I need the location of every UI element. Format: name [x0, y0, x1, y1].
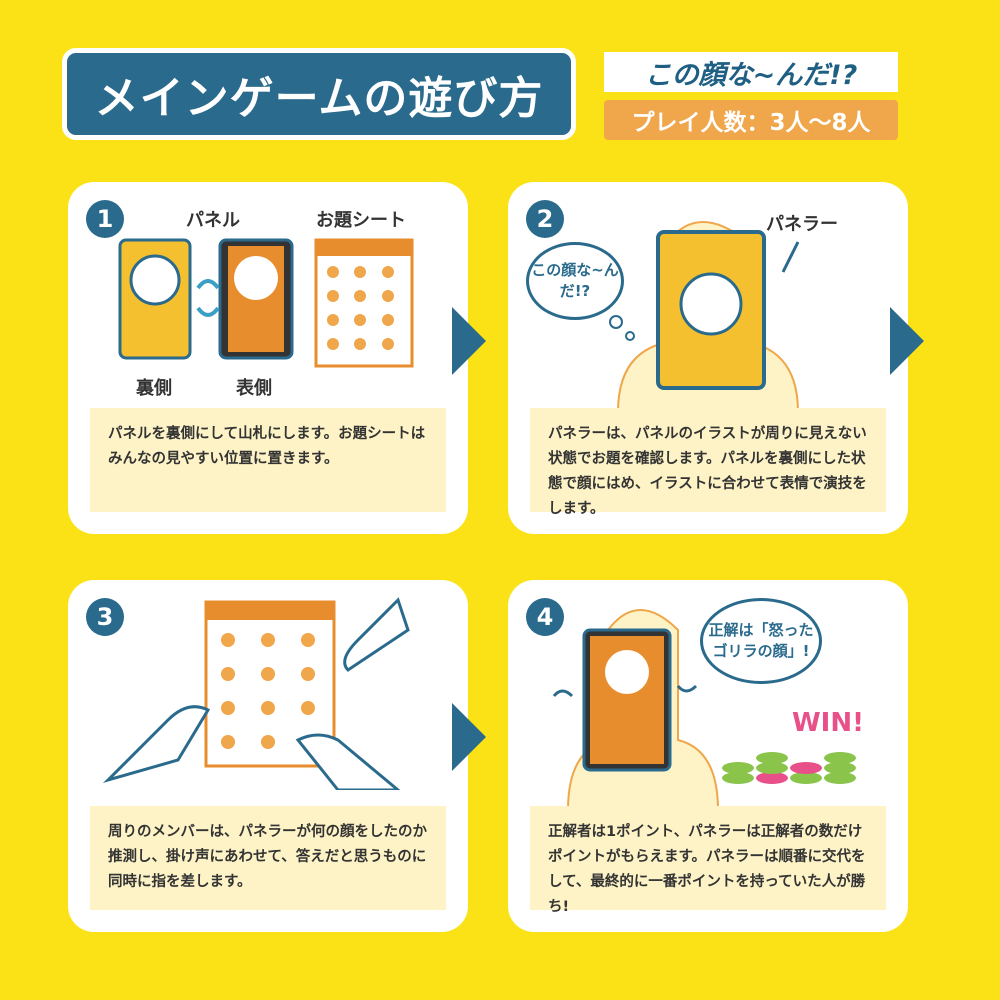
arrow-right-icon — [452, 703, 486, 771]
step-2-description: パネラーは、パネルのイラストが周りに見えない状態でお題を確認します。パネルを裏側… — [530, 408, 886, 517]
paneler-illustration — [609, 221, 800, 412]
arrow-right-icon — [890, 307, 924, 375]
pointing-illustration — [102, 597, 410, 790]
answer-speech-bubble: 正解は「怒ったゴリラの顔」! — [700, 598, 822, 684]
front-side-label: 表側 — [236, 378, 272, 399]
step-3-card: 3 周りのメンバーは、パネラーが何の顔をしたのか推測し、掛け声にあわせて、答えだ… — [68, 580, 468, 932]
step-4-description: 正解者は1ポイント、パネラーは正解者の数だけポイントがもらえます。パネラーは順番… — [530, 806, 886, 915]
step-1-description: パネルを裏側にして山札にします。お題シートはみんなの見やすい位置に置きます。 — [90, 408, 446, 512]
answer-illustration — [552, 609, 856, 810]
step-4-card: 4 正解は「怒ったゴリラの顔」! WIN! 正解者は1ポイント、パネラーは正解者… — [508, 580, 908, 932]
win-label: WIN! — [792, 708, 864, 738]
step-3-description: 周りのメンバーは、パネラーが何の顔をしたのか推測し、掛け声にあわせて、答えだと思… — [90, 806, 446, 910]
step-3-number: 3 — [86, 598, 124, 636]
player-count-badge: プレイ人数：3人～8人 — [604, 100, 898, 140]
step-2-card: 2 パネラー この顔な~んだ!? パネラーは、パネルのイラストが周りに見えない状… — [508, 182, 908, 534]
step-1-card: 1 パネル お題シート 裏側 表側 パネルを裏側にして山札にします。お題シートは… — [68, 182, 468, 534]
panel-illustration — [118, 238, 414, 368]
arrow-right-icon — [452, 307, 486, 375]
sheet-label: お題シート — [316, 210, 406, 231]
back-side-label: 裏側 — [136, 378, 172, 399]
step-2-number: 2 — [526, 200, 564, 238]
game-subtitle: この顔な~んだ!? — [604, 52, 898, 92]
panel-label: パネル — [186, 210, 240, 231]
page-title: メインゲームの遊び方 — [62, 48, 576, 140]
step-1-number: 1 — [86, 200, 124, 238]
paneler-speech-bubble: この顔な~んだ!? — [526, 242, 624, 320]
paneler-label: パネラー — [766, 214, 838, 235]
step-4-number: 4 — [526, 598, 564, 636]
